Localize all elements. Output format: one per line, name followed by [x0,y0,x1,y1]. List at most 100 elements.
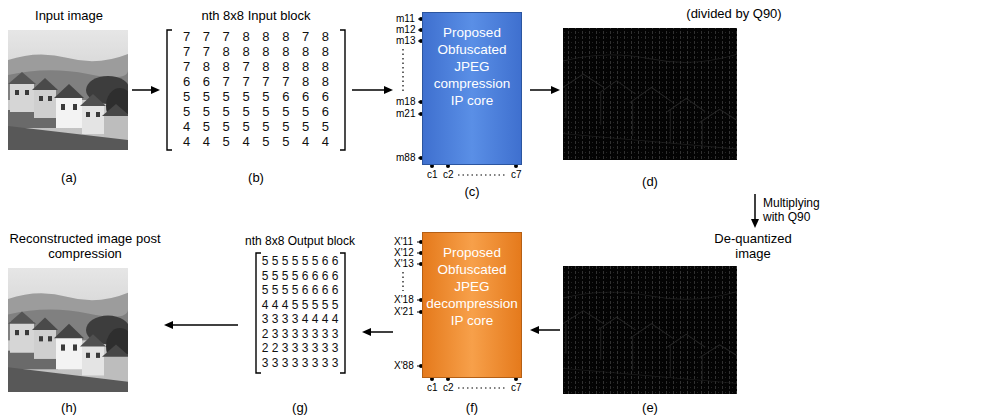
graphic-part [563,266,737,394]
matrix-row: 5 5 5 5 6 6 6 6 [238,270,362,284]
text-slot: X'18 [394,294,424,305]
flow-arrow [751,194,759,228]
quantized-image-panel: (divided by Q90)(d) [560,4,792,194]
pin-label: X'18 [394,294,424,305]
text-slot: (a) [6,170,132,186]
input-block-matrix: nth 8x8 Input block7 7 7 8 8 8 7 87 7 8 … [160,4,352,198]
pin-label: m21 [396,108,426,119]
arrow-shaft [132,89,152,91]
arrow-head [362,328,371,336]
text-slot: Proposed Obfuscated JPEG decompression I… [426,245,518,329]
pin-label: X'12 [394,247,424,258]
text-slot: X'88 [394,360,424,371]
panel-caption: (h) [8,400,130,416]
graphic-part [340,30,345,150]
edge-label: Multiplying with Q90 [763,197,841,225]
matrix-row: 4 5 5 5 5 5 5 5 [160,120,352,135]
matrix-row: 7 7 8 8 8 8 8 8 [160,45,352,60]
matrix-row: 2 2 3 3 3 3 3 3 [238,342,362,356]
matrix-row: 7 8 8 7 8 8 8 8 [160,60,352,75]
text-slot: m88 [396,152,426,163]
panel-caption: (b) [160,170,352,186]
graphic-part [402,272,403,291]
text-slot: Reconstructed image post compression [6,232,164,262]
matrix-row: 5 5 5 5 5 5 6 6 [238,255,362,269]
matrix-row: 2 3 3 3 3 3 3 3 [238,328,362,342]
matrix-row: 3 3 3 3 4 4 4 4 [238,313,362,327]
graphic-part [563,266,737,394]
text-slot: (c) [422,184,522,200]
flow-arrow [132,86,160,94]
text-slot: (h) [8,400,130,416]
text-slot: 5 5 5 5 6 6 6 6 [238,284,362,298]
text-slot: (f) [422,400,522,416]
flow-arrow [164,321,238,329]
text-slot: m18 [396,96,426,107]
text-slot: (d) [563,174,737,190]
arrow-head [151,86,160,94]
pin-label: m11 [396,13,426,24]
text-slot: m11 [396,13,426,24]
text-slot: nth 8x8 Output block [238,234,362,248]
text-slot: (e) [563,400,737,416]
panel-caption: (d) [563,174,737,190]
image-heading: Input image [6,8,132,24]
input-photo [8,30,134,150]
text-slot: c7 [511,382,541,393]
core-title: Proposed Obfuscated JPEG decompression I… [426,245,518,329]
graphic-part [8,268,134,392]
arrow-shaft [352,89,385,91]
matrix-row: 4 4 5 4 5 5 4 4 [160,135,352,150]
matrix-row: 5 5 5 5 5 6 6 6 [160,90,352,105]
text-slot: Multiplying with Q90 [763,197,841,225]
text-slot: (b) [160,170,352,186]
quantized-image [563,28,737,160]
output-block-matrix: nth 8x8 Output block5 5 5 5 5 5 6 65 5 5… [238,228,362,417]
text-slot: m12 [396,24,426,35]
control-pin-label: c7 [511,382,541,393]
text-slot: 4 5 5 5 5 5 5 5 [160,120,352,135]
graphic-part [563,28,737,160]
text-slot: 5 5 5 5 5 5 5 6 [160,105,352,120]
graphic-part [458,387,506,388]
control-pin-label: c2 [443,382,473,393]
core-title: Proposed Obfuscated JPEG compression IP … [426,25,518,109]
pin-label: m13 [396,35,426,46]
text-slot: X'12 [394,247,424,258]
arrow-head [164,321,173,329]
reconstructed-photo [8,268,134,392]
core-block: Proposed Obfuscated JPEG compression IP … [422,12,522,165]
matrix-heading: nth 8x8 Input block [160,8,352,24]
text-slot: De-quantized image [708,232,798,262]
text-slot: 4 4 5 4 5 5 4 4 [160,135,352,150]
arrow-head [530,326,539,334]
input-image-panel: Input image (a) [6,4,132,198]
matrix-row: 6 6 7 7 7 7 8 8 [160,75,352,90]
pin-label: m12 [396,24,426,35]
panel-caption: (g) [238,400,362,416]
text-slot: c7 [511,169,541,180]
text-slot: 7 7 8 8 8 8 8 8 [160,45,352,60]
text-slot: 7 8 8 7 8 8 8 8 [160,60,352,75]
flow-arrow [530,326,560,334]
control-pin-label: c2 [443,169,473,180]
text-slot: 4 4 4 5 5 5 5 5 [238,299,362,313]
text-slot: Proposed Obfuscated JPEG compression IP … [426,25,518,109]
text-slot: X'21 [394,306,424,317]
pin-label: X'13 [394,258,424,269]
pin-label: m88 [396,152,426,163]
text-slot: 6 6 7 7 7 7 8 8 [160,75,352,90]
text-slot: 2 2 3 3 3 3 3 3 [238,342,362,356]
dequantized-image [563,266,737,394]
arrow-shaft [172,324,238,326]
graphic-part [563,292,737,384]
pin-label: X'21 [394,306,424,317]
image-heading: Reconstructed image post compression [6,232,164,262]
graphic-part [256,253,261,373]
panel-caption: (c) [422,184,522,200]
arrow-shaft [370,331,393,333]
matrix-row: 5 5 5 5 5 5 5 6 [160,105,352,120]
matrix-row: 5 5 5 5 6 6 6 6 [238,284,362,298]
graphic-part [563,54,737,149]
